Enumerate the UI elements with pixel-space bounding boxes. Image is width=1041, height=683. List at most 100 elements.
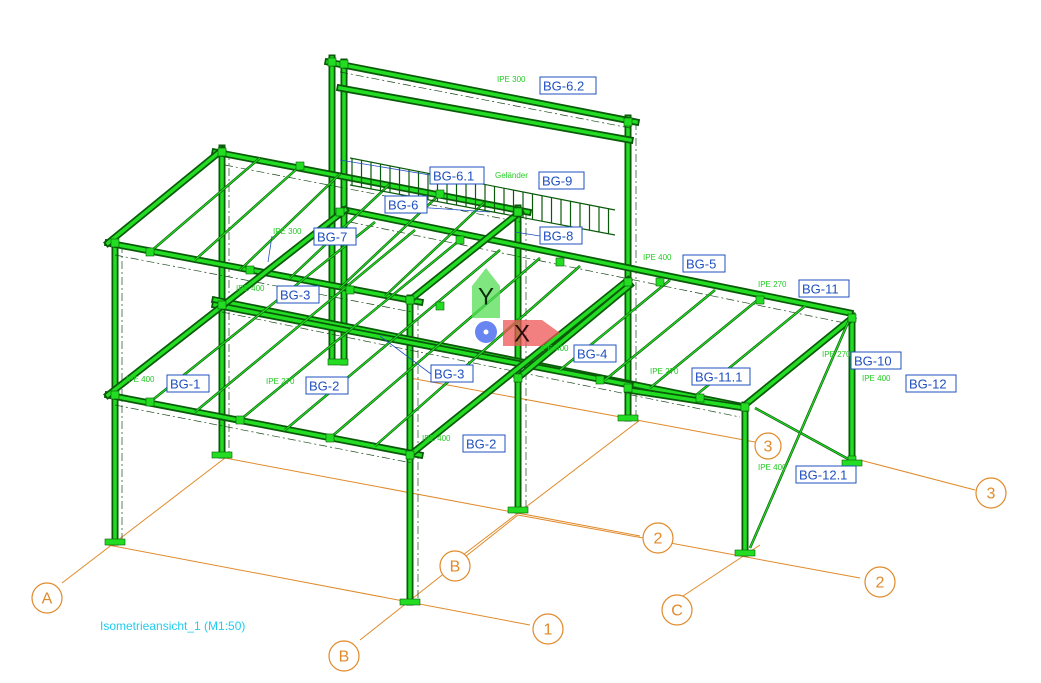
grid-bubble-b: B	[328, 640, 360, 672]
base-plate	[327, 358, 349, 366]
base-plates	[104, 358, 863, 606]
x-axis-arrow-icon	[503, 320, 560, 346]
grid-bubble-1: 1	[532, 613, 564, 645]
connection-node	[345, 285, 355, 295]
svg-text:3: 3	[987, 486, 996, 503]
connection-node	[623, 277, 633, 287]
profile-label: IPE 300	[497, 75, 526, 84]
tag-label: BG-6	[388, 198, 418, 213]
tag-bg-3[interactable]: BG-3	[276, 285, 320, 304]
tag-bg-3-b[interactable]: BG-3	[430, 364, 474, 383]
svg-text:3: 3	[764, 439, 773, 456]
profile-label: IPE 400	[236, 284, 265, 293]
grid-lines	[61, 377, 976, 641]
connection-node	[555, 257, 565, 267]
grid-bubble-a: A	[31, 582, 63, 614]
connection-node	[435, 301, 445, 311]
tag-bg-11[interactable]: BG-11	[798, 279, 850, 298]
connection-node	[145, 397, 155, 407]
svg-text:1: 1	[544, 622, 553, 639]
profile-label: IPE 400	[758, 463, 787, 472]
tag-bg-8[interactable]: BG-8	[539, 226, 583, 245]
base-plate	[734, 549, 756, 557]
connection-nodes	[110, 57, 857, 465]
tag-bg-6-2[interactable]: BG-6.2	[539, 76, 597, 95]
tag-label: BG-1	[170, 377, 200, 392]
axis-gizmo[interactable]: Y X	[472, 268, 560, 348]
profile-label: IPE 400	[126, 375, 155, 384]
base-plate	[399, 598, 421, 606]
base-plate	[507, 506, 529, 514]
grid-axis-bubbles: A B B C 1 2 2 3 3	[31, 432, 1007, 672]
connection-node	[245, 265, 255, 275]
tag-bg-2-b[interactable]: BG-2	[305, 376, 349, 395]
profile-label: IPE 400	[540, 344, 569, 353]
tag-bg-11-1[interactable]: BG-11.1	[691, 367, 751, 386]
grid-bubble-2: 2	[642, 522, 674, 554]
tag-label: BG-7	[317, 230, 347, 245]
connection-node	[145, 247, 155, 257]
tag-label: BG-2	[466, 437, 496, 452]
connection-node	[455, 235, 465, 245]
tag-label: BG-10	[854, 354, 892, 369]
profile-label: IPE 300	[273, 227, 302, 236]
connection-node	[335, 207, 345, 217]
tag-label: BG-9	[542, 174, 572, 189]
connection-node	[847, 313, 857, 323]
connection-node	[623, 117, 633, 127]
tag-bg-12-1[interactable]: BG-12.1	[795, 465, 857, 484]
base-plate	[841, 459, 863, 467]
connection-node	[235, 415, 245, 425]
profile-label: Geländer	[495, 171, 528, 180]
element-tags: BG-6.2 BG-6.1 BG-9 BG-6 BG-7 BG-8 BG-5 B…	[166, 76, 957, 484]
view-caption: Isometrieansicht_1 (M1:50)	[100, 619, 245, 633]
origin-dot-icon	[483, 329, 489, 335]
svg-text:A: A	[42, 591, 53, 608]
tag-label: BG-4	[577, 347, 607, 362]
tag-label: BG-6.1	[433, 169, 474, 184]
tag-label: BG-11	[802, 282, 839, 297]
grid-bubble-2: 2	[864, 566, 896, 598]
tag-label: BG-6.2	[543, 79, 584, 94]
connection-node	[327, 57, 337, 67]
grid-bubble-3: 3	[975, 477, 1007, 509]
connection-node	[513, 373, 523, 383]
tag-bg-10[interactable]: BG-10	[850, 351, 902, 370]
svg-text:B: B	[339, 649, 350, 666]
profile-label: IPE 270	[758, 280, 787, 289]
base-plate	[104, 538, 126, 546]
bracing	[748, 317, 852, 549]
connection-node	[295, 161, 305, 171]
svg-text:2: 2	[654, 531, 663, 548]
tag-bg-6-1[interactable]: BG-6.1	[429, 166, 485, 185]
tag-bg-4[interactable]: BG-4	[573, 344, 617, 363]
tag-bg-2-a[interactable]: BG-2	[462, 434, 506, 453]
connection-node	[755, 295, 765, 305]
tag-bg-5[interactable]: BG-5	[682, 254, 726, 273]
connection-node	[740, 402, 750, 412]
profile-label: IPE 400	[643, 253, 672, 262]
tag-bg-6[interactable]: BG-6	[384, 195, 428, 214]
tag-bg-7[interactable]: BG-7	[313, 227, 357, 246]
profile-labels: IPE 300 Geländer IPE 300 IPE 400 IPE 270…	[126, 75, 891, 472]
grid-bubble-3: 3	[754, 432, 782, 460]
connection-node	[405, 450, 415, 460]
connection-node	[110, 238, 120, 248]
tag-bg-12[interactable]: BG-12	[905, 374, 957, 393]
tag-label: BG-2	[309, 379, 339, 394]
profile-label: IPE 270	[266, 377, 295, 386]
svg-text:B: B	[450, 559, 461, 576]
tag-label: BG-8	[543, 229, 573, 244]
tag-bg-1[interactable]: BG-1	[166, 374, 210, 393]
svg-text:C: C	[671, 603, 683, 620]
connection-node	[325, 433, 335, 443]
tag-label: BG-3	[434, 367, 464, 382]
railing	[349, 157, 616, 236]
connection-node	[435, 189, 445, 199]
connection-node	[655, 277, 665, 287]
connection-node	[623, 383, 633, 393]
tag-bg-9[interactable]: BG-9	[538, 171, 585, 190]
connection-node	[217, 300, 227, 310]
tag-label: BG-3	[280, 288, 310, 303]
